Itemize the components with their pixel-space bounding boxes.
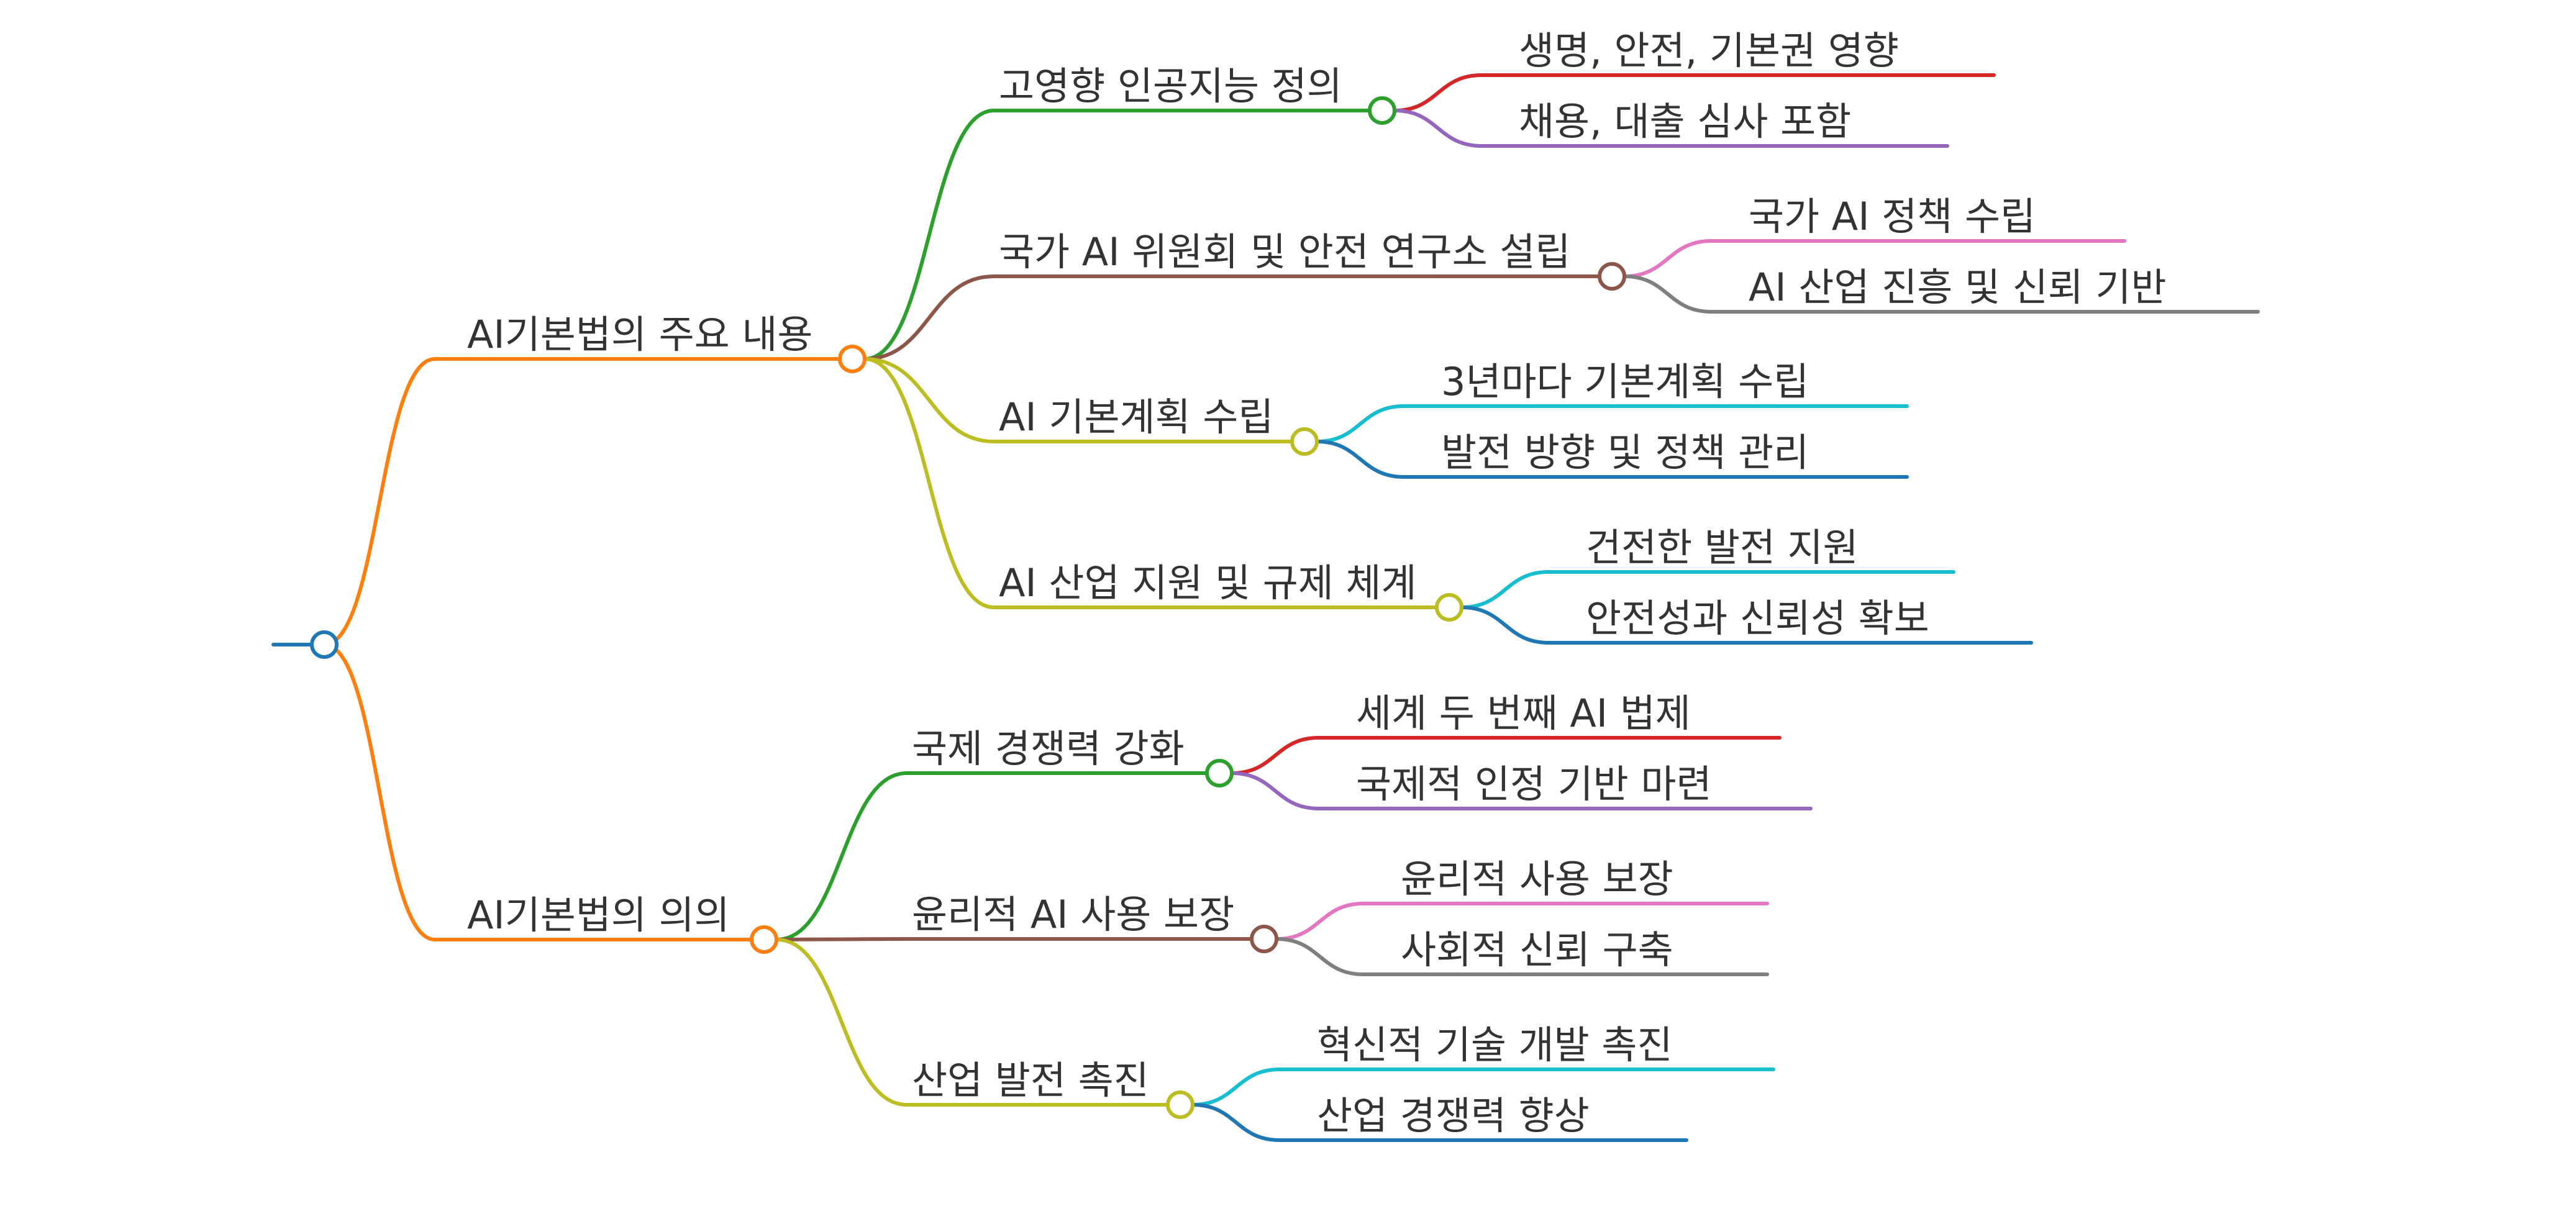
leaf-label: 건전한 발전 지원 xyxy=(1586,525,1859,570)
leaf-connector xyxy=(1230,771,1321,810)
leaf-label: 3년마다 기본계획 수립 xyxy=(1441,359,1809,404)
leaf-connector xyxy=(1315,404,1406,443)
topic-label: 고영향 인공지능 정의 xyxy=(999,63,1342,109)
nodes-layer xyxy=(310,96,1626,1119)
leaf-connector xyxy=(1393,73,1483,112)
labels-layer: AI기본법의 주요 내용 고영향 인공지능 정의 생명, 안전, 기본권 영향채용,… xyxy=(467,28,2167,1138)
topic-node[interactable] xyxy=(1435,593,1463,622)
topic-connector xyxy=(863,357,996,609)
topic-connector xyxy=(863,357,996,443)
topic-connector xyxy=(775,771,909,941)
edges-layer xyxy=(271,73,2260,1142)
topic-label: AI 기본계획 수립 xyxy=(999,394,1273,440)
branch-node[interactable] xyxy=(838,345,867,373)
leaf-label: 혁신적 기술 개발 촉진 xyxy=(1317,1022,1672,1068)
leaf-label: 생명, 안전, 기본권 영향 xyxy=(1519,28,1899,73)
leaf-connector xyxy=(1191,1068,1281,1107)
leaf-label: 국가 AI 정책 수립 xyxy=(1749,194,2036,239)
topic-node[interactable] xyxy=(1598,262,1626,291)
branch-node[interactable] xyxy=(750,925,778,954)
leaf-label: 산업 경쟁력 향상 xyxy=(1317,1093,1590,1138)
leaf-connector xyxy=(1623,274,1713,314)
leaf-label: 사회적 신뢰 구축 xyxy=(1401,927,1673,972)
leaf-connector xyxy=(1460,570,1550,609)
topic-label: 산업 발전 촉진 xyxy=(912,1058,1149,1103)
leaf-label: 윤리적 사용 보장 xyxy=(1401,856,1673,902)
leaf-label: 채용, 대출 심사 포함 xyxy=(1519,99,1851,144)
branch-label: AI기본법의 주요 내용 xyxy=(467,312,812,357)
leaf-label: 발전 방향 및 정책 관리 xyxy=(1441,430,1809,475)
topic-connector xyxy=(775,938,909,1107)
topic-node[interactable] xyxy=(1166,1090,1195,1119)
leaf-label: 안전성과 신뢰성 확보 xyxy=(1586,596,1929,641)
topic-connector xyxy=(863,274,996,361)
branch-label: AI기본법의 의의 xyxy=(467,892,730,938)
topic-node[interactable] xyxy=(1205,759,1234,787)
leaf-connector xyxy=(1623,239,1713,278)
leaf-label: 국제적 인정 기반 마련 xyxy=(1356,761,1711,807)
leaf-connector xyxy=(1315,440,1406,479)
leaf-connector xyxy=(1230,736,1321,775)
topic-node[interactable] xyxy=(1290,427,1319,456)
topic-connector xyxy=(775,937,909,941)
root-node[interactable] xyxy=(310,630,339,659)
topic-label: AI 산업 지원 및 규제 체계 xyxy=(999,560,1417,605)
leaf-connector xyxy=(1191,1103,1281,1142)
leaf-connector xyxy=(1460,605,1550,645)
topic-connector xyxy=(863,109,996,361)
topic-label: 국제 경쟁력 강화 xyxy=(912,726,1185,771)
branch-connector xyxy=(322,643,437,941)
topic-label: 윤리적 AI 사용 보장 xyxy=(912,892,1234,937)
leaf-connector xyxy=(1275,902,1365,941)
leaf-connector xyxy=(1275,937,1365,976)
branch-connector xyxy=(322,357,437,646)
topic-node[interactable] xyxy=(1368,96,1396,125)
topic-node[interactable] xyxy=(1250,925,1278,953)
topic-label: 국가 AI 위원회 및 안전 연구소 설립 xyxy=(999,229,1570,274)
leaf-label: 세계 두 번째 AI 법제 xyxy=(1356,691,1691,736)
leaf-label: AI 산업 진흥 및 신뢰 기반 xyxy=(1749,265,2167,310)
leaf-connector xyxy=(1393,109,1483,148)
